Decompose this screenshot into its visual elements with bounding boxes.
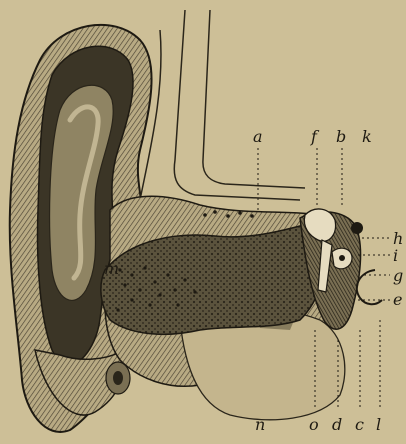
label-c: c bbox=[355, 415, 364, 434]
label-n: n bbox=[255, 415, 265, 434]
label-o: o bbox=[309, 415, 319, 434]
label-k: k bbox=[362, 127, 372, 146]
label-l: l bbox=[376, 415, 381, 434]
label-i: i bbox=[393, 246, 398, 265]
label-b: b bbox=[336, 127, 346, 146]
label-g: g bbox=[393, 266, 403, 285]
label-m: m bbox=[104, 259, 119, 278]
label-e: e bbox=[393, 290, 402, 309]
nerve-opening bbox=[351, 222, 363, 234]
label-d: d bbox=[332, 415, 342, 434]
label-a: a bbox=[253, 127, 263, 146]
